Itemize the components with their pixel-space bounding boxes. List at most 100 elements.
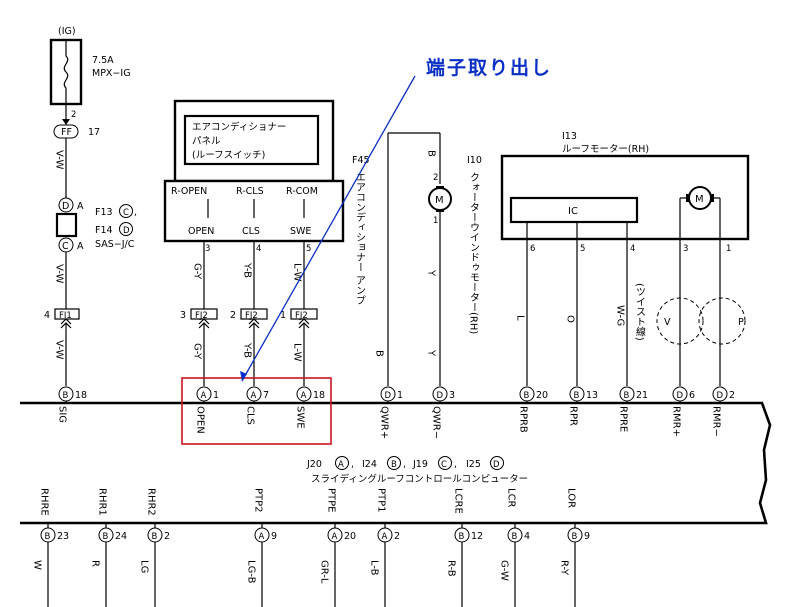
svg-text:1: 1 <box>726 244 731 254</box>
i13-code: I13 <box>562 131 577 142</box>
bottom-connector: LCRE B 12R-B <box>446 488 483 607</box>
bottom-connector-pin: 9 <box>271 531 277 542</box>
wire-color-b: B <box>374 350 385 357</box>
i13-roof-motor: I13 ルーフモーター(RH) IC M <box>500 131 750 241</box>
fuse-element-icon <box>63 40 69 104</box>
twisted-pair-label: (ツイスト線) <box>634 283 646 341</box>
i10-name: クォーターウインドゥモーター(RH) <box>468 172 480 335</box>
sensor-v-circle <box>656 297 704 345</box>
svg-text:4: 4 <box>630 244 635 254</box>
svg-text:B: B <box>391 460 397 470</box>
bottom-connector-letter: A <box>382 532 388 542</box>
sensor-p-label: P <box>738 317 744 328</box>
svg-text:,: , <box>454 459 457 470</box>
bus-terminal-label: QWR+ <box>379 406 390 439</box>
svg-text:C: C <box>441 460 447 470</box>
bus-connector-pin: 1 <box>213 390 219 401</box>
bottom-connector-pin: 23 <box>57 531 69 542</box>
bus-connector-pin: 2 <box>729 390 735 401</box>
junction-f14-letter: D <box>123 226 130 236</box>
bottom-wire-color: R <box>90 560 101 567</box>
svg-text:2: 2 <box>433 173 438 183</box>
wire-color-vw: V-W <box>54 264 65 283</box>
svg-text:J20: J20 <box>306 459 322 470</box>
arrow-down-icon <box>62 119 70 125</box>
junction-f14: F14 <box>95 225 113 236</box>
computer-outline <box>20 401 772 525</box>
ac-out-rcom: R-COM <box>286 186 318 197</box>
wire-color-gy: G-Y <box>192 263 203 280</box>
ac-panel: エアコンディショナー パネル (ルーフスイッチ) R-OPEN R-CLS R-… <box>163 99 345 243</box>
svg-text:I25: I25 <box>466 459 481 470</box>
ig-label: (IG) <box>58 26 76 37</box>
i10-motor-icon: M <box>428 186 452 212</box>
wire-color-b: B <box>426 150 437 157</box>
fuse-name: MPX−IG <box>92 68 131 79</box>
sensor-p-circle <box>698 297 746 345</box>
svg-text:,: , <box>403 459 406 470</box>
bus-terminal-label: RMR+ <box>671 406 682 437</box>
bus-terminal-label: SIG <box>57 406 68 423</box>
f45-code: F45 <box>352 155 370 166</box>
wire-color-y: Y <box>426 349 437 357</box>
bottom-connector-letter: B <box>459 532 465 542</box>
annotation-label: 端子取り出し <box>426 56 552 79</box>
ac-panel-line3: (ルーフスイッチ) <box>192 150 265 161</box>
bottom-connector-letter: B <box>152 532 158 542</box>
junction-box <box>55 212 78 238</box>
wire-color-l: L <box>515 315 526 321</box>
bus-connector-letter: B <box>63 391 69 401</box>
bus-connector-pin: 3 <box>449 390 455 401</box>
bottom-connector-pin: 12 <box>471 531 483 542</box>
svg-text:,: , <box>134 207 137 218</box>
svg-text:FJ2: FJ2 <box>195 311 208 321</box>
bus-terminal-label: CLS <box>245 406 256 425</box>
wire-color-y: Y <box>426 269 437 277</box>
bus-connector-pin: 18 <box>75 390 87 401</box>
bus-terminal-label: QWR− <box>431 406 442 439</box>
bus-connector-letter: D <box>677 391 684 401</box>
bottom-terminal-label: PTP1 <box>376 488 387 513</box>
junction-name: SAS−J/C <box>95 239 135 250</box>
bottom-wire-color: LG-B <box>246 560 257 584</box>
wire-color-lw: L-W <box>292 343 303 362</box>
i13-name: ルーフモーター(RH) <box>562 144 649 155</box>
svg-text:6: 6 <box>530 244 535 254</box>
svg-text:5: 5 <box>580 244 585 254</box>
bottom-wire-color: G-W <box>499 560 510 581</box>
bus-connector-letter: B <box>624 391 630 401</box>
arrow-icon <box>240 371 247 381</box>
bus-connector-letter: A <box>251 391 257 401</box>
ac-term-open: OPEN <box>188 226 214 237</box>
bottom-terminal-label: LCRE <box>453 488 464 514</box>
bottom-wire-color: GR-L <box>319 560 330 584</box>
bottom-wire-color: LG <box>139 560 150 573</box>
wire-color-yb: Y-B <box>242 262 253 278</box>
bottom-connector-letter: B <box>572 532 578 542</box>
wire-color-vw: V-W <box>54 150 65 169</box>
ac-pin-4: 4 <box>256 244 261 254</box>
svg-text:J19: J19 <box>412 459 428 470</box>
junction-bottom-pin: A <box>77 241 84 252</box>
bottom-connector-pin: 4 <box>524 531 530 542</box>
bottom-wire-color: R-B <box>446 560 457 577</box>
svg-text:FJ2: FJ2 <box>245 311 258 321</box>
f45-name: エアコンディショナー アンプ <box>354 172 366 305</box>
i10-code: I10 <box>467 155 482 166</box>
fuse-mpx-ig: (IG) 7.5A MPX−IG 2 FF 17 <box>49 26 131 139</box>
bottom-terminal-label: RHRE <box>39 488 50 516</box>
bus-terminal-label: RPRB <box>518 406 529 433</box>
bottom-connector-letter: B <box>103 532 109 542</box>
